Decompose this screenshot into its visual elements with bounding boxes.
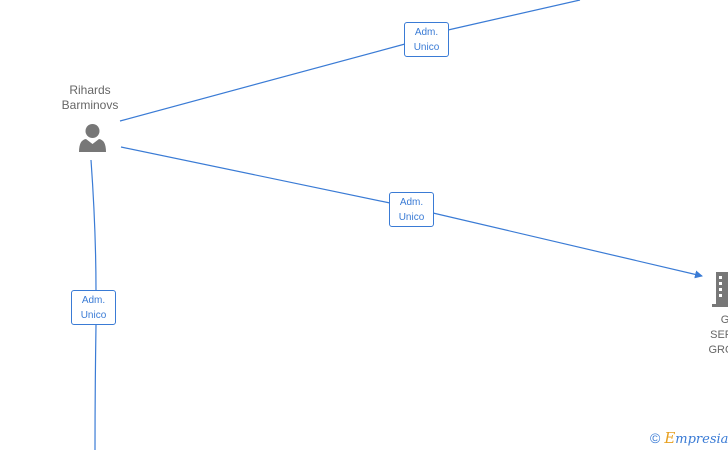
brand-logo-e: E: [664, 429, 676, 447]
edge-label-down-line1: Adm.: [81, 295, 106, 306]
edge-line-down: [90, 159, 97, 450]
edge-label-top-line2: Unico: [413, 42, 440, 53]
person-name[interactable]: Rihards Barminovs: [50, 83, 130, 113]
edge-label-down[interactable]: Adm. Unico: [71, 290, 116, 325]
building-icon[interactable]: [712, 270, 728, 308]
edge-label-down-line2: Unico: [80, 310, 107, 321]
edge-line-company: [120, 146, 702, 276]
company-name[interactable]: G SERV GROU: [690, 313, 728, 358]
edge-label-company-line1: Adm.: [399, 197, 424, 208]
edge-line-top: [119, 0, 581, 122]
company-name-line2: SERV: [710, 329, 728, 341]
empresia-watermark: ©Empresia: [650, 429, 728, 447]
company-name-line1: G: [720, 314, 728, 326]
edge-label-top-line1: Adm.: [414, 27, 439, 38]
person-name-line1: Rihards: [69, 83, 111, 97]
edge-label-top[interactable]: Adm. Unico: [404, 22, 449, 57]
person-name-line2: Barminovs: [61, 98, 119, 112]
person-icon[interactable]: [78, 122, 107, 153]
company-name-line3: GROU: [708, 344, 728, 356]
copyright-symbol: ©: [650, 430, 661, 446]
edge-label-company-line2: Unico: [398, 212, 425, 223]
edge-label-company[interactable]: Adm. Unico: [389, 192, 434, 227]
brand-logo-text: mpresia: [675, 432, 728, 447]
